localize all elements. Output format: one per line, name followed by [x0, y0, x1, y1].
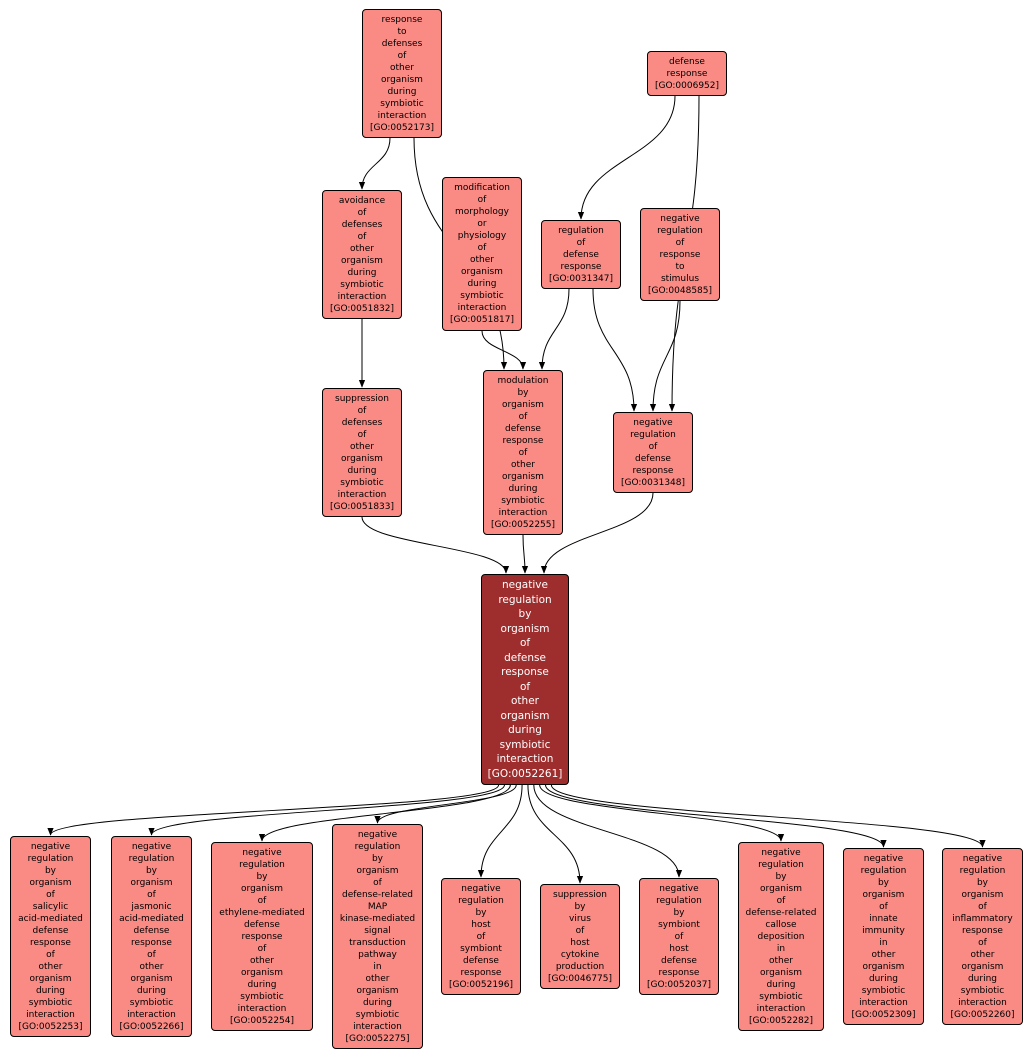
- node-go-0052255[interactable]: modulation by organism of defense respon…: [483, 370, 563, 535]
- node-go-0031347[interactable]: regulation of defense response [GO:00313…: [541, 220, 621, 289]
- node-label: negative regulation by organism of jasmo…: [119, 841, 184, 1032]
- node-label: negative regulation by organism of defen…: [745, 847, 817, 1026]
- edge-go0052261-to-go0052266: [148, 784, 505, 836]
- node-go-0052261-focus[interactable]: negative regulation by organism of defen…: [481, 574, 569, 785]
- node-go-0051833[interactable]: suppression of defenses of other organis…: [322, 388, 402, 517]
- node-go-0052254[interactable]: negative regulation by organism of ethyl…: [211, 842, 313, 1031]
- node-label: defense response [GO:0006952]: [654, 56, 720, 91]
- node-label: negative regulation by symbiont of host …: [646, 883, 712, 990]
- node-label: negative regulation by organism of defen…: [487, 579, 563, 780]
- node-label: avoidance of defenses of other organism …: [329, 195, 395, 314]
- node-label: negative regulation by organism of infla…: [950, 853, 1015, 1020]
- edge-go0052255-to-go0052261: [521, 534, 529, 574]
- node-go-0052037[interactable]: negative regulation by symbiont of host …: [639, 878, 719, 995]
- node-go-0052253[interactable]: negative regulation by organism of salic…: [10, 836, 91, 1037]
- node-label: regulation of defense response [GO:00313…: [548, 225, 614, 284]
- node-go-0052266[interactable]: negative regulation by organism of jasmo…: [111, 836, 192, 1037]
- edge-go0052261-to-go0046775: [527, 784, 584, 884]
- edge-go0052261-to-go0052282: [539, 784, 785, 842]
- edge-go0052173-to-go0051832: [358, 137, 391, 190]
- node-label: negative regulation by host of symbiont …: [448, 883, 514, 990]
- node-label: negative regulation of defense response …: [620, 417, 686, 488]
- node-go-0048585[interactable]: negative regulation of response to stimu…: [640, 208, 720, 301]
- edge-go0052261-to-go0052253: [47, 784, 500, 836]
- node-go-0052309[interactable]: negative regulation by organism of innat…: [843, 848, 924, 1025]
- node-go-0051817[interactable]: modification of morphology or physiology…: [442, 177, 522, 331]
- edge-go0052261-to-go0052037: [533, 784, 683, 878]
- node-label: suppression by virus of host cytokine pr…: [547, 889, 613, 984]
- edge-go0051833-to-go0052261: [361, 516, 510, 574]
- edge-go0031347-to-go0031348: [592, 288, 638, 412]
- node-go-0031348[interactable]: negative regulation of defense response …: [613, 412, 693, 493]
- edge-go0052261-to-go0052309: [545, 784, 887, 848]
- edge-go0052261-to-go0052275: [374, 784, 517, 824]
- edge-go0006952-to-go0031347: [577, 95, 676, 220]
- node-label: negative regulation by organism of ethyl…: [219, 847, 305, 1026]
- node-go-0006952[interactable]: defense response [GO:0006952]: [647, 51, 727, 96]
- node-go-0046775[interactable]: suppression by virus of host cytokine pr…: [540, 884, 620, 989]
- edge-go0031348-to-go0052261: [540, 492, 654, 574]
- edge-go0052261-to-go0052254: [258, 784, 511, 842]
- node-go-0052275[interactable]: negative regulation by organism of defen…: [332, 824, 423, 1049]
- edge-go0052261-to-go0052196: [477, 784, 523, 878]
- node-label: negative regulation by organism of innat…: [851, 853, 916, 1020]
- node-label: negative regulation of response to stimu…: [647, 213, 713, 296]
- node-label: negative regulation by organism of defen…: [339, 829, 416, 1044]
- edge-go0051817-to-go0052255: [481, 330, 527, 370]
- edge-go0052261-to-go0052260: [550, 784, 986, 848]
- node-go-0052173[interactable]: response to defenses of other organism d…: [362, 9, 442, 138]
- node-label: negative regulation by organism of salic…: [18, 841, 83, 1032]
- edge-go0031347-to-go0052255: [538, 288, 570, 370]
- node-label: suppression of defenses of other organis…: [329, 393, 395, 512]
- edge-go0048585-to-go0031348: [649, 300, 681, 412]
- node-label: modification of morphology or physiology…: [449, 183, 515, 325]
- node-go-0052196[interactable]: negative regulation by host of symbiont …: [441, 878, 521, 995]
- node-go-0052260[interactable]: negative regulation by organism of infla…: [942, 848, 1023, 1025]
- node-label: modulation by organism of defense respon…: [490, 375, 556, 530]
- node-go-0052282[interactable]: negative regulation by organism of defen…: [738, 842, 824, 1031]
- node-go-0051832[interactable]: avoidance of defenses of other organism …: [322, 190, 402, 319]
- node-label: response to defenses of other organism d…: [369, 14, 435, 133]
